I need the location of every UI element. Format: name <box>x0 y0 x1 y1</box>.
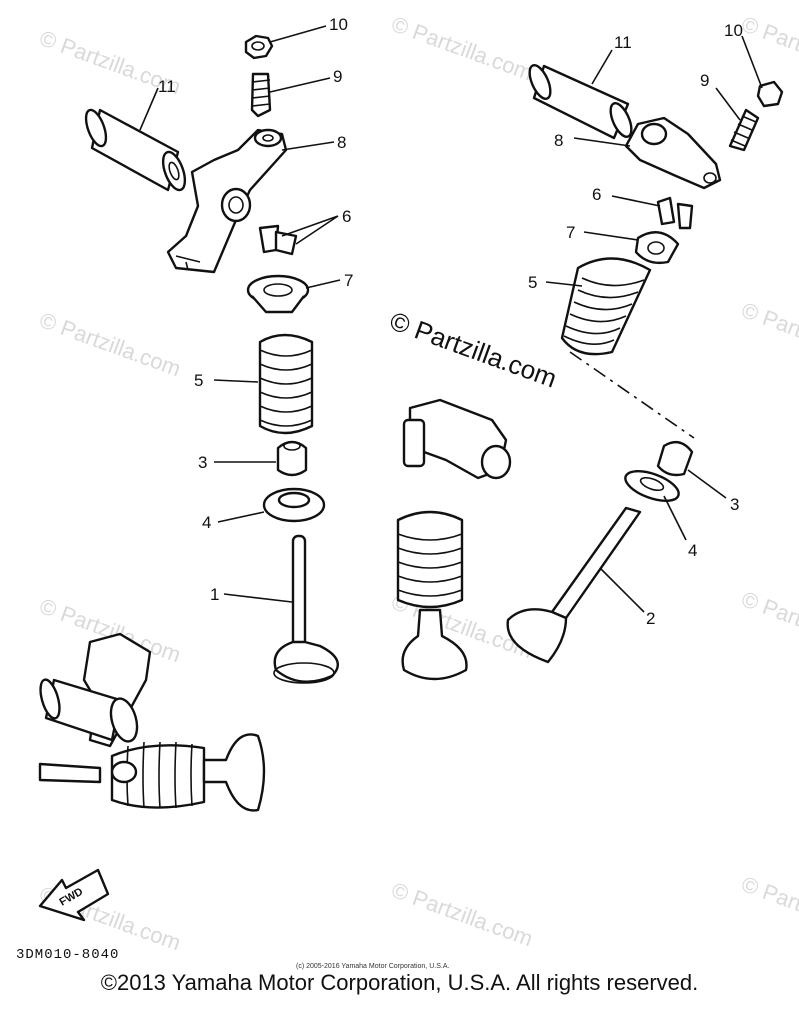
right-valve-assembly: 11 10 9 8 6 7 5 3 4 2 <box>506 21 784 664</box>
valve-spring-icon <box>258 333 314 435</box>
footer-copyright: ©2013 Yamaha Motor Corporation, U.S.A. A… <box>100 970 699 995</box>
callout-5: 5 <box>194 371 203 390</box>
forward-arrow-icon: FWD <box>38 868 110 922</box>
stem-seal-icon <box>276 440 308 477</box>
callout-9: 9 <box>700 71 709 90</box>
diagram-code: 3DM010-8040 <box>16 947 119 963</box>
callout-8: 8 <box>554 131 563 150</box>
callout-5: 5 <box>528 273 537 292</box>
watermark: © Partzilla.com <box>388 877 536 951</box>
callout-7: 7 <box>566 223 575 242</box>
rocker-arm-icon <box>166 128 288 274</box>
nut-icon <box>756 80 784 108</box>
callout-9: 9 <box>333 67 342 86</box>
left-valve-assembly: 10 9 8 11 6 7 5 3 4 1 <box>84 15 353 684</box>
spring-retainer-icon <box>634 231 680 265</box>
watermark: © Partzilla.com <box>36 307 184 381</box>
intake-valve-icon <box>273 534 339 684</box>
callout-6: 6 <box>592 185 601 204</box>
valve-cotter-icon <box>656 196 694 230</box>
stem-seal-icon <box>656 440 694 477</box>
callout-11: 11 <box>158 77 176 96</box>
callout-1: 1 <box>210 585 219 604</box>
assembled-view-lower-left <box>38 632 266 812</box>
callout-4: 4 <box>688 541 697 560</box>
watermark: © Partzilla.com <box>738 871 799 945</box>
nut-icon <box>244 34 274 60</box>
callout-10: 10 <box>724 21 743 40</box>
valve-spring-icon <box>560 257 652 356</box>
spring-seat-icon <box>262 487 326 523</box>
callout-10: 10 <box>329 15 348 34</box>
exhaust-valve-icon <box>506 506 642 664</box>
callout-3: 3 <box>198 453 207 472</box>
rocker-shaft-icon <box>528 64 633 140</box>
watermark: © Partzilla.com <box>738 586 799 660</box>
valve-cotter-icon <box>258 224 298 256</box>
callout-4: 4 <box>202 513 211 532</box>
adjusting-screw-icon <box>728 108 760 152</box>
small-copyright: (c) 2005-2016 Yamaha Motor Corporation, … <box>296 963 449 970</box>
spring-retainer-icon <box>246 274 310 314</box>
watermark: © Partzilla.com <box>388 11 536 85</box>
callout-8: 8 <box>337 133 346 152</box>
callout-7: 7 <box>344 271 353 290</box>
adjusting-screw-icon <box>250 72 272 118</box>
callout-2: 2 <box>646 609 655 628</box>
watermark: © Partzilla.com <box>738 297 799 371</box>
watermark-center: © Partzilla.com <box>386 305 561 393</box>
rocker-arm-icon <box>624 116 722 190</box>
spring-seat-icon <box>624 470 680 502</box>
assembled-view-center <box>396 398 512 681</box>
callout-11: 11 <box>614 33 632 52</box>
callout-3: 3 <box>730 495 739 514</box>
callout-6: 6 <box>342 207 351 226</box>
rocker-shaft-icon <box>84 108 187 192</box>
